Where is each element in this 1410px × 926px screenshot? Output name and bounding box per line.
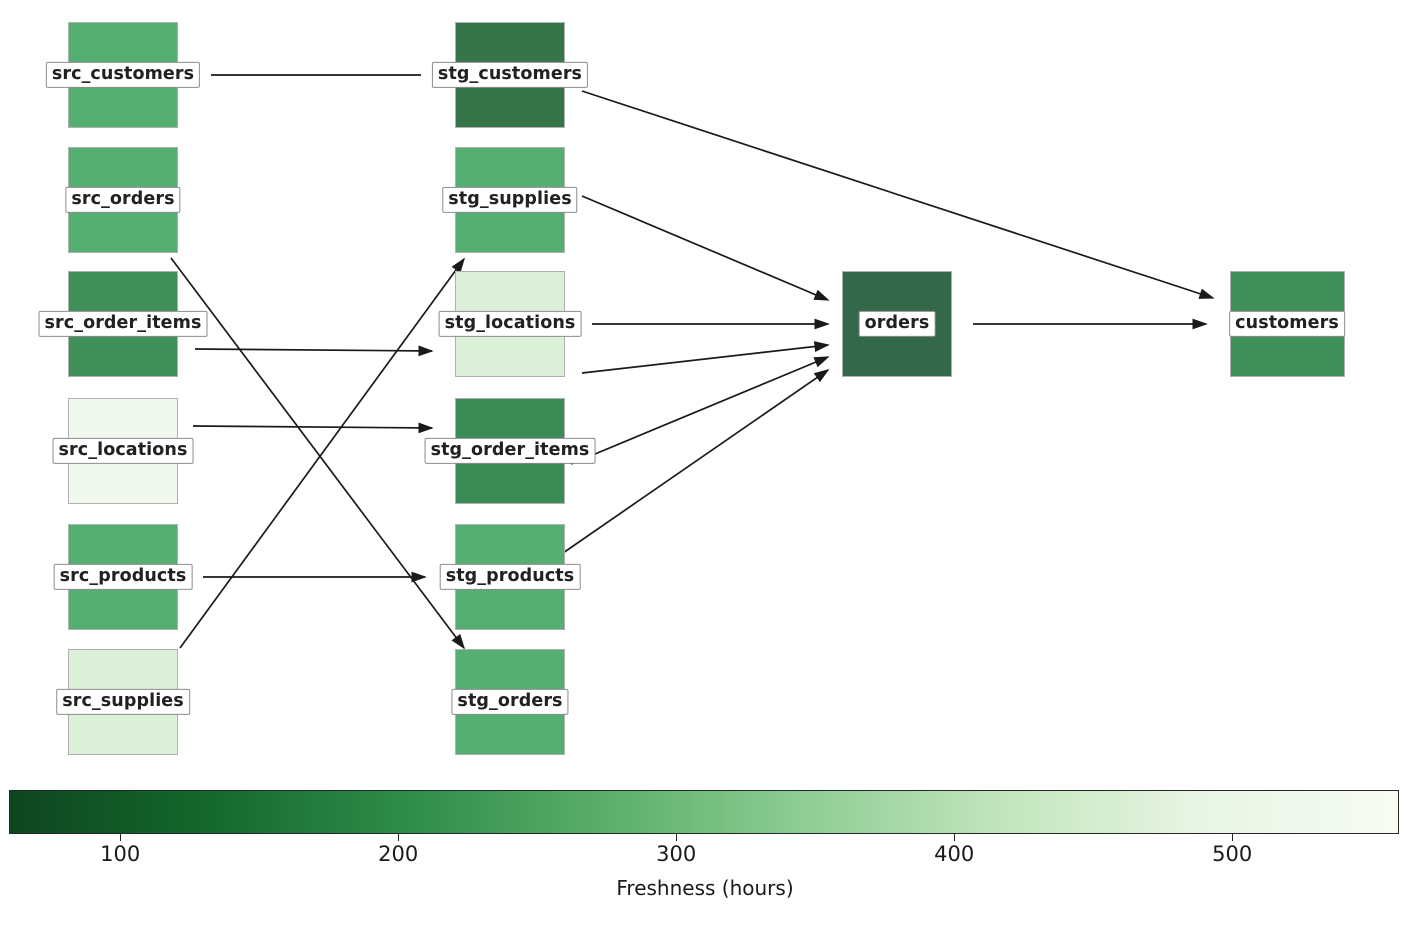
node-label-src_supplies: src_supplies: [56, 688, 190, 716]
colorbar-tick-200: [398, 834, 400, 841]
node-label-src_products: src_products: [53, 563, 193, 591]
edge-stg_supplies-to-orders: [581, 195, 830, 301]
edge-src_locations-to-stg_order_items: [192, 422, 434, 434]
edge-layer: [170, 74, 1215, 650]
node-label-stg_supplies: stg_supplies: [442, 186, 578, 214]
colorbar-tick-label-500: 500: [1212, 842, 1253, 866]
colorbar-tick-label-200: 200: [378, 842, 419, 866]
colorbar-axis-label: Freshness (hours): [616, 876, 794, 900]
colorbar-tick-400: [954, 834, 956, 841]
edge-src_orders-to-stg_orders: [170, 257, 466, 650]
colorbar-tick-label-300: 300: [656, 842, 697, 866]
colorbar-tick-label-100: 100: [100, 842, 141, 866]
node-label-orders: orders: [858, 310, 936, 338]
edge-stg_products-to-orders: [570, 356, 830, 465]
edge-src_supplies-to-stg_supplies: [179, 257, 466, 649]
node-label-src_customers: src_customers: [45, 61, 201, 89]
node-label-customers: customers: [1229, 310, 1345, 338]
edges-group: [170, 74, 1215, 650]
edge-stg_order_items-to-orders: [581, 341, 830, 374]
node-label-stg_orders: stg_orders: [451, 688, 569, 716]
colorbar-tick-label-400: 400: [934, 842, 975, 866]
node-label-stg_locations: stg_locations: [438, 310, 582, 338]
node-label-src_orders: src_orders: [65, 186, 181, 214]
node-label-src_order_items: src_order_items: [38, 310, 208, 338]
colorbar-gradient: [9, 790, 1399, 834]
colorbar-tick-300: [676, 834, 678, 841]
colorbar-tick-500: [1232, 834, 1234, 841]
node-label-src_locations: src_locations: [52, 437, 194, 465]
node-label-stg_order_items: stg_order_items: [424, 437, 596, 465]
edge-stg_orders-to-orders: [562, 369, 830, 554]
node-label-stg_customers: stg_customers: [431, 61, 589, 89]
node-label-stg_products: stg_products: [439, 563, 581, 591]
colorbar: 100 200 300 400 500 Freshness (hours): [0, 780, 1410, 926]
edge-src_order_items-to-stg_locations: [194, 345, 434, 357]
edge-stg_customers-to-customers: [581, 90, 1215, 299]
colorbar-tick-100: [120, 834, 122, 841]
